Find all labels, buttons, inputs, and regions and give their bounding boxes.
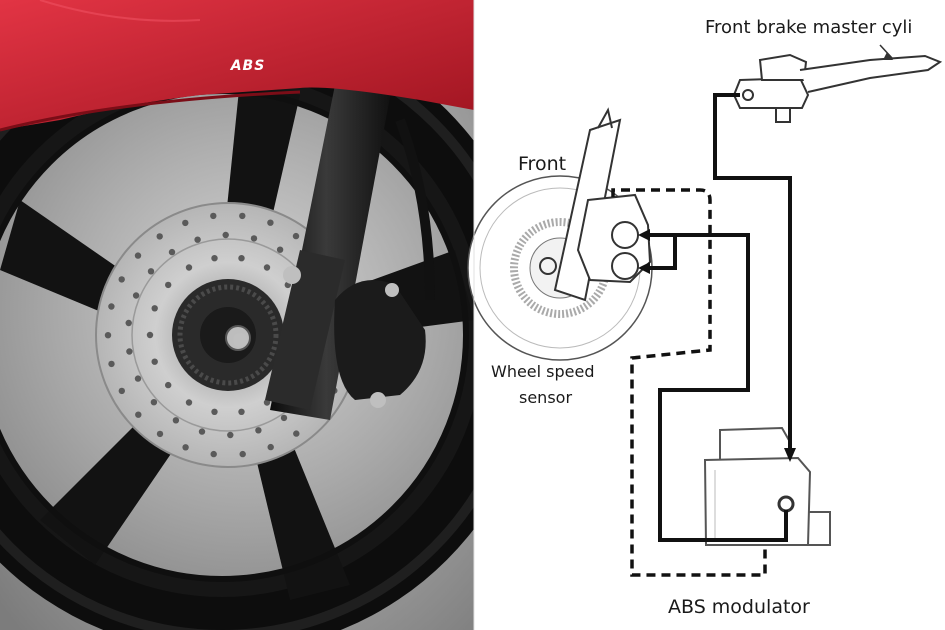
label-wheel-speed-sensor: Wheel speed bbox=[491, 362, 595, 381]
disc-hole bbox=[255, 427, 262, 434]
disc-hole bbox=[238, 408, 245, 415]
label-wheel-speed-sensor-line2: sensor bbox=[519, 388, 572, 407]
hydraulic-line-caliper-branch bbox=[645, 235, 677, 270]
disc-hole bbox=[150, 399, 158, 406]
wheel-photo: ABS bbox=[0, 0, 474, 630]
disc-hole bbox=[182, 444, 189, 451]
disc-hole bbox=[250, 235, 258, 242]
disc-hole bbox=[227, 431, 234, 439]
disc-hole bbox=[132, 292, 140, 299]
disc-hole bbox=[156, 233, 163, 240]
disc-hole bbox=[108, 303, 115, 310]
disc-hole bbox=[165, 281, 172, 289]
disc-hole bbox=[156, 430, 164, 438]
hydraulic-line-modulator-to-caliper bbox=[645, 233, 788, 542]
disc-hole bbox=[172, 417, 180, 424]
disc-hole bbox=[168, 248, 176, 256]
schematic-caliper bbox=[576, 193, 652, 284]
schematic-master-cylinder bbox=[732, 44, 943, 123]
disc-hole bbox=[292, 232, 300, 240]
disc-hole bbox=[118, 276, 125, 283]
disc-hole bbox=[239, 212, 246, 220]
hydraulic-line-master-to-modulator bbox=[713, 93, 792, 448]
disc-hole bbox=[276, 246, 284, 253]
disc-hole bbox=[239, 450, 246, 458]
disc-hole bbox=[134, 375, 142, 382]
disc-hole bbox=[182, 219, 189, 227]
disc-hole bbox=[238, 255, 245, 262]
disc-hole bbox=[210, 450, 217, 458]
disc-hole bbox=[280, 414, 288, 422]
disc-hole bbox=[104, 332, 112, 339]
disc-hole bbox=[185, 399, 193, 406]
disc-hole bbox=[165, 381, 172, 389]
hydraulic-lines bbox=[645, 93, 792, 542]
label-front: Front bbox=[518, 153, 566, 175]
disc-hole bbox=[151, 305, 158, 312]
disc-hole bbox=[125, 319, 132, 327]
disc-hole bbox=[108, 360, 115, 368]
sensor-signal-line bbox=[611, 188, 767, 577]
disc-hole bbox=[151, 358, 158, 365]
abs-schematic: Front brake master cyli Front Wheel spee… bbox=[467, 0, 945, 630]
disc-hole bbox=[118, 387, 126, 395]
disc-hole bbox=[185, 264, 193, 271]
disc-hole bbox=[134, 252, 142, 259]
disc-hole bbox=[222, 231, 229, 239]
disc-hole bbox=[194, 236, 201, 243]
abs-badge: ABS bbox=[230, 58, 266, 74]
disc-hole bbox=[126, 348, 133, 355]
disc-hole bbox=[147, 268, 155, 275]
disc-hole bbox=[267, 219, 274, 226]
disc-hole bbox=[263, 399, 271, 406]
disc-hole bbox=[211, 255, 218, 262]
schematic-abs-modulator bbox=[703, 426, 831, 546]
disc-hole bbox=[263, 264, 271, 271]
disc-hole bbox=[293, 430, 300, 437]
label-master-cylinder: Front brake master cyli bbox=[705, 17, 912, 38]
disc-hole bbox=[146, 331, 154, 339]
label-abs-modulator: ABS modulator bbox=[668, 596, 810, 618]
disc-hole bbox=[211, 408, 218, 415]
disc-hole bbox=[210, 212, 217, 220]
flow-arrows bbox=[638, 229, 796, 462]
red-fairing bbox=[0, 0, 474, 130]
disc-hole bbox=[267, 443, 274, 451]
brake-caliper bbox=[334, 280, 426, 400]
disc-hole bbox=[198, 428, 206, 435]
disc-hole bbox=[135, 411, 142, 418]
